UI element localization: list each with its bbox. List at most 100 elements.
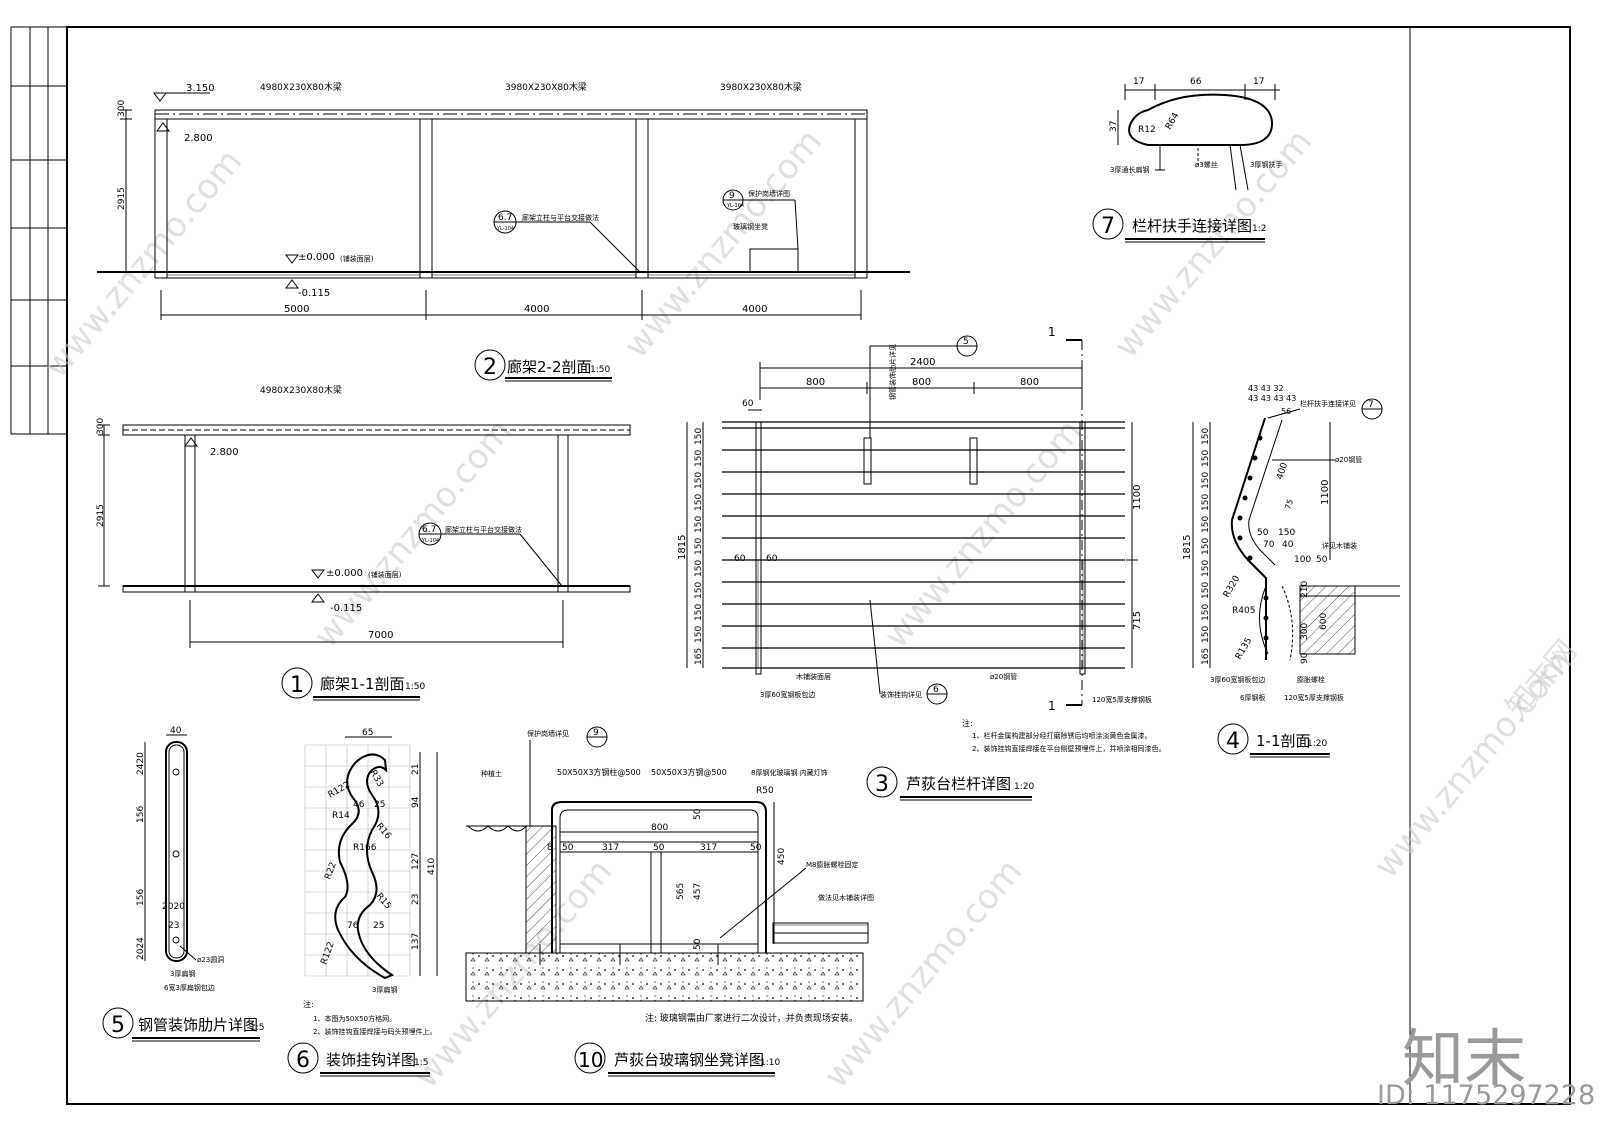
s4-h1815: 1815 (1182, 535, 1193, 560)
d10-450: 450 (777, 848, 787, 865)
s4-d70: 70 (1263, 540, 1275, 550)
s4-row-dim: 150 (1201, 582, 1211, 599)
detail-6: 65 R33 R122 R14 46 25 R16 R166 R22 R15 7… (303, 728, 438, 1036)
s4-row-dim: 150 (1201, 560, 1211, 577)
rail-notes-title: 注: (962, 718, 973, 728)
s4-lbl-pipe: ø20钢管 (1335, 455, 1362, 464)
d6-v127: 127 (411, 853, 421, 870)
d6-46: 46 (353, 800, 365, 810)
title-1-scale: 1:50 (405, 682, 425, 692)
rail-row-dim: 150 (694, 560, 704, 577)
rail-bay-2: 800 (912, 377, 931, 388)
watermark-text: www.znzmo.com (36, 142, 250, 386)
d10-565: 565 (676, 883, 686, 900)
sec-mark-bot: 1 (1048, 699, 1056, 713)
title-1: 1 廊架1-1剖面 1:50 (281, 667, 425, 701)
elev-beam-11: 2.800 (210, 447, 239, 458)
lbl-hook-num: 6 (933, 685, 939, 695)
rail-row-dim: 150 (694, 604, 704, 621)
title-5-scale: 1:5 (250, 1023, 264, 1033)
callout-9-text: 保护岗墙详图 (748, 189, 790, 198)
d10-50c: 50 (750, 843, 762, 853)
floor-note-11: (铺装面层) (368, 570, 402, 579)
callout-67-11-ref: YL-104 (421, 538, 439, 544)
beam-label-11: 4980X230X80木梁 (260, 384, 342, 396)
d10-457: 457 (693, 883, 703, 900)
rail-bay-1: 800 (806, 377, 825, 388)
s4-top-dims-2: 43 43 43 43 (1248, 394, 1296, 403)
detail-5: 40 2420 156 156 2024 2020 23 ø23圆洞 3厚扁钢 … (136, 726, 224, 992)
d6-r33: R33 (367, 769, 385, 789)
d7-r64: R64 (1164, 111, 1182, 132)
section-2-2: 3.150 2.800 ±0.000 (铺装面层) -0.115 4980X23… (97, 81, 910, 320)
d10-8: 8 (547, 843, 553, 853)
title-2: 2 廊架2-2剖面 1:50 (474, 349, 612, 382)
s4-h1100: 1100 (1320, 480, 1331, 505)
title-4-label: 1-1剖面 (1256, 732, 1311, 750)
s4-d40: 40 (1282, 540, 1294, 550)
title-7: 7 栏杆扶手连接详图 1:2 (1092, 208, 1266, 243)
title-3-num: 3 (875, 772, 889, 797)
title-7-scale: 1:2 (1252, 224, 1266, 234)
lbl-hook: 装饰挂钩详见 (880, 690, 922, 699)
d6-65: 65 (362, 728, 373, 738)
s4-d75: 75 (1283, 498, 1295, 510)
s4-row-dim: 150 (1201, 494, 1211, 511)
title-6: 6 装饰挂钩详图 1:5 (287, 1042, 430, 1077)
title-6-num: 6 (296, 1048, 310, 1073)
d10-lbl-guard-num: 9 (593, 728, 599, 738)
watermark-logo: 知末 (1402, 1022, 1526, 1095)
callout-67-text: 廊架立柱与平台交接做法 (522, 213, 599, 222)
railing-elevation: 2400 800 800 800 60 60 60 1815 150 150 1… (677, 325, 1165, 753)
title-3-scale: 1:20 (1014, 782, 1034, 792)
d6-v137: 137 (411, 933, 421, 950)
d10-r50: R50 (756, 786, 774, 796)
rail-total: 2400 (910, 357, 935, 368)
title-10-num: 10 (578, 1048, 603, 1072)
elev-top: 3.150 (186, 83, 215, 94)
title-2-label: 廊架2-2剖面 (507, 358, 592, 376)
lbl-plate: 3厚60宽钢板包边 (760, 690, 815, 699)
rail-row-dim: 150 (694, 626, 704, 643)
lbl-fin: 钢管装饰肋片详见 (888, 344, 897, 400)
title-3-label: 芦荻台栏杆详图 (906, 775, 1011, 793)
d10-lbl-tube1: 50X50X3方钢柱@500 (557, 767, 641, 777)
span-1: 5000 (284, 304, 309, 315)
d6-v94: 94 (411, 796, 421, 808)
d7-lbl-left: 3厚通长扁钢 (1110, 165, 1149, 174)
d7-r12: R12 (1138, 125, 1156, 135)
section-1-1: 4980X230X80木梁 2.800 ±0.000 (铺装面层) -0.115… (96, 384, 631, 648)
rail-dots (1237, 435, 1269, 641)
title-2-num: 2 (483, 355, 497, 380)
s4-d150: 150 (1278, 528, 1295, 538)
d10-800: 800 (651, 823, 668, 833)
s4-r135: R135 (1234, 636, 1254, 661)
rail-note-1: 1、栏杆金属构建部分经打磨除锈后均喷涂淡黄色金属漆。 (972, 731, 1151, 740)
elev-low: -0.115 (298, 288, 330, 299)
d7-66: 66 (1190, 77, 1202, 87)
title-3: 3 芦荻台栏杆详图 1:20 (866, 766, 1034, 801)
d6-76: 76 (347, 921, 359, 931)
title-6-scale: 1:5 (414, 1058, 428, 1068)
lbl-fin-num: 5 (963, 337, 969, 347)
s4-d300: 300 (1300, 623, 1310, 640)
title-6-label: 装饰挂钩详图 (326, 1051, 416, 1069)
d6-25b: 25 (373, 921, 384, 931)
s4-row-dims: 150 150 150 150 150 150 150 150 150 150 … (1201, 428, 1211, 665)
d7-37: 37 (1109, 121, 1119, 132)
s4-d90: 90 (1300, 652, 1310, 664)
callout-67-ref: YL-104 (496, 226, 514, 232)
d5-2420: 2420 (136, 752, 146, 775)
s4-d210: 210 (1300, 581, 1310, 598)
s4-d100: 100 (1294, 555, 1311, 565)
s4-d50b: 50 (1316, 555, 1328, 565)
d5-2020: 2020 (162, 902, 185, 912)
floor-note: (铺装面层) (340, 254, 374, 263)
s4-r320: R320 (1222, 574, 1243, 600)
s4-lbl-flat: 6厚钢板 (1240, 693, 1265, 702)
dim-300: 300 (117, 100, 127, 117)
title-4-num: 4 (1226, 729, 1240, 754)
d5-lbl-flat: 3厚扁钢 (170, 969, 195, 978)
dim-300-11: 300 (96, 418, 106, 435)
rail-h715: 715 (1132, 611, 1143, 630)
